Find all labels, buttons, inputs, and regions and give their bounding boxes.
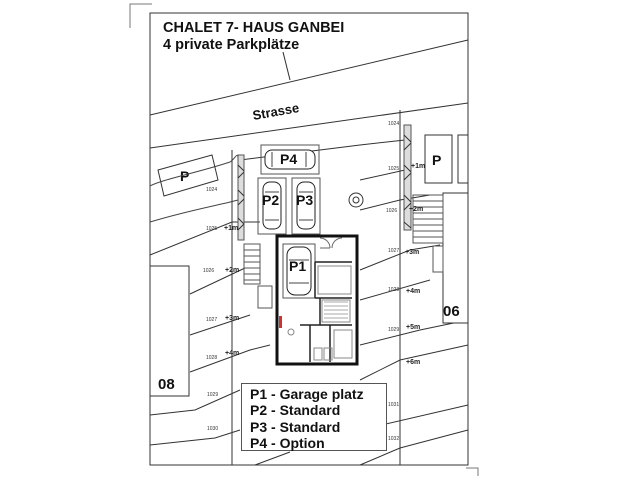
legend-item-p2: P2 - Standard bbox=[250, 402, 341, 419]
svg-text:1029: 1029 bbox=[388, 327, 399, 333]
parking-spot-p2: P2 bbox=[257, 177, 287, 235]
legend-item-p1: P1 - Garage platz bbox=[250, 386, 364, 402]
tree-symbol bbox=[348, 192, 364, 208]
svg-text:1027: 1027 bbox=[388, 248, 399, 254]
svg-text:P2: P2 bbox=[262, 192, 279, 208]
plot-08-label: 08 bbox=[158, 376, 175, 393]
boundary-lines bbox=[231, 110, 401, 465]
parking-spot-p4: P4 bbox=[260, 144, 320, 175]
plot-06-label: 06 bbox=[443, 303, 460, 320]
svg-text:+6m: +6m bbox=[406, 359, 420, 366]
parking-spot-p3: P3 bbox=[291, 177, 321, 235]
svg-text:+2m: +2m bbox=[225, 267, 239, 274]
svg-text:P3: P3 bbox=[296, 192, 313, 208]
parking-spot-p1-label: P1 bbox=[289, 258, 306, 274]
svg-text:+2m: +2m bbox=[409, 206, 423, 213]
parking-left: P bbox=[149, 154, 239, 223]
plot-08 bbox=[149, 265, 190, 397]
plot-06 bbox=[442, 192, 469, 324]
svg-text:P: P bbox=[180, 168, 189, 184]
svg-text:1029: 1029 bbox=[207, 392, 218, 398]
svg-text:+4m: +4m bbox=[406, 288, 420, 295]
svg-text:+3m: +3m bbox=[225, 315, 239, 322]
svg-text:1027: 1027 bbox=[206, 317, 217, 323]
svg-text:+5m: +5m bbox=[406, 324, 420, 331]
svg-text:+4m: +4m bbox=[225, 350, 239, 357]
height-labels: +1m +2m +3m +4m +1m +2m +3m +4m +5m +6m bbox=[224, 163, 425, 366]
svg-text:P: P bbox=[432, 152, 441, 168]
stone-texture bbox=[237, 134, 412, 231]
street-lines bbox=[149, 39, 469, 149]
contour-elevation-labels: 1024 1025 1026 1027 1028 1029 1030 1024 … bbox=[203, 121, 399, 442]
svg-text:1028: 1028 bbox=[388, 287, 399, 293]
crop-marks bbox=[129, 3, 479, 476]
svg-text:P4: P4 bbox=[280, 151, 297, 167]
stone-walls bbox=[237, 124, 412, 241]
svg-text:1028: 1028 bbox=[206, 355, 217, 361]
svg-text:+1m: +1m bbox=[411, 163, 425, 170]
street-label: Strasse bbox=[251, 100, 300, 123]
contour-lines bbox=[149, 139, 469, 466]
plan-subtitle: 4 private Parkplätze bbox=[163, 37, 300, 53]
plan-title: CHALET 7- HAUS GANBEI bbox=[163, 20, 345, 36]
svg-text:1025: 1025 bbox=[206, 226, 217, 232]
svg-text:1025: 1025 bbox=[388, 166, 399, 172]
svg-text:1031: 1031 bbox=[388, 402, 399, 408]
parking-legend: P1 - Garage platz P2 - Standard P3 - Sta… bbox=[241, 383, 387, 451]
svg-text:1026: 1026 bbox=[203, 268, 214, 274]
svg-text:1024: 1024 bbox=[388, 121, 399, 127]
legend-item-p3: P3 - Standard bbox=[250, 418, 341, 435]
svg-text:1032: 1032 bbox=[388, 436, 399, 442]
stairs-left bbox=[243, 243, 273, 309]
parking-right: P bbox=[424, 134, 469, 184]
svg-text:1030: 1030 bbox=[207, 426, 218, 432]
stairs-right bbox=[412, 194, 444, 273]
legend-item-p4: P4 - Option bbox=[250, 434, 325, 451]
house-footprint bbox=[275, 234, 359, 366]
svg-text:+1m: +1m bbox=[224, 225, 238, 232]
svg-text:1026: 1026 bbox=[386, 208, 397, 214]
svg-text:1024: 1024 bbox=[206, 187, 217, 193]
svg-text:+3m: +3m bbox=[405, 249, 419, 256]
